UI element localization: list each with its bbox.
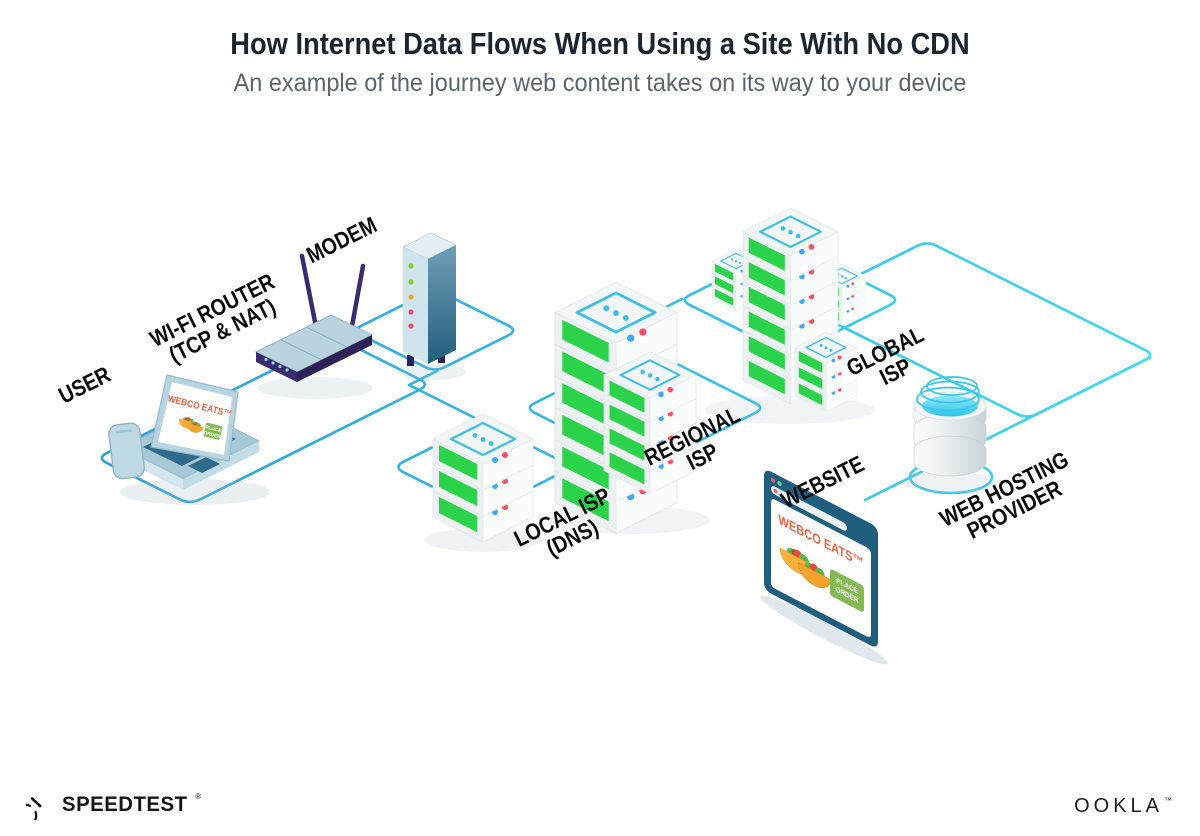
speedtest-trademark: ® [195, 792, 202, 801]
web-hosting-database [902, 376, 998, 492]
laptop-shadow [120, 479, 270, 505]
user-phone [108, 422, 146, 480]
website-browser: WEBCO EATS™ PLACE ORDER [760, 470, 888, 665]
laptop-trackpad [188, 457, 220, 473]
global-isp-servers [705, 207, 875, 424]
router-antenna-left [299, 253, 319, 330]
place-order-button [830, 569, 864, 612]
database-water [922, 395, 978, 417]
link-modem-local [407, 369, 487, 425]
speedtest-logo: SPEEDTEST ® [26, 790, 201, 820]
browser-address-bar [771, 486, 847, 531]
router-leds [264, 357, 289, 372]
browser-close-dot [770, 477, 776, 483]
speedtest-gauge-icon [26, 797, 42, 820]
label-modem: MODEM [302, 212, 381, 269]
footer: SPEEDTEST ® OOKLA ™ [0, 782, 1200, 822]
page-subtitle: An example of the journey web content ta… [233, 69, 967, 97]
link-hosting-website [863, 356, 1152, 502]
modem-device [398, 232, 466, 380]
label-user: USER [55, 362, 115, 409]
svg-text:ORDER: ORDER [203, 430, 222, 440]
local-isp-servers [425, 413, 541, 552]
ookla-wordmark: OOKLA [1074, 795, 1163, 817]
wifi-router-device [254, 253, 374, 399]
laptop-order-button [203, 422, 223, 440]
ookla-trademark: ™ [1164, 796, 1172, 805]
page-title: How Internet Data Flows When Using a Sit… [230, 26, 970, 61]
regional-isp-servers [550, 281, 710, 534]
header: How Internet Data Flows When Using a Sit… [0, 26, 1200, 98]
ookla-logo: OOKLA ™ [1074, 795, 1172, 818]
browser-minimize-dot [777, 481, 782, 487]
user-laptop: WEBCO EATS™ PLACE ORDER [108, 374, 270, 505]
svg-text:PLACE: PLACE [205, 424, 223, 434]
modem-leds [408, 263, 414, 329]
database-rings [916, 376, 980, 412]
speedtest-wordmark: SPEEDTEST [62, 793, 188, 816]
